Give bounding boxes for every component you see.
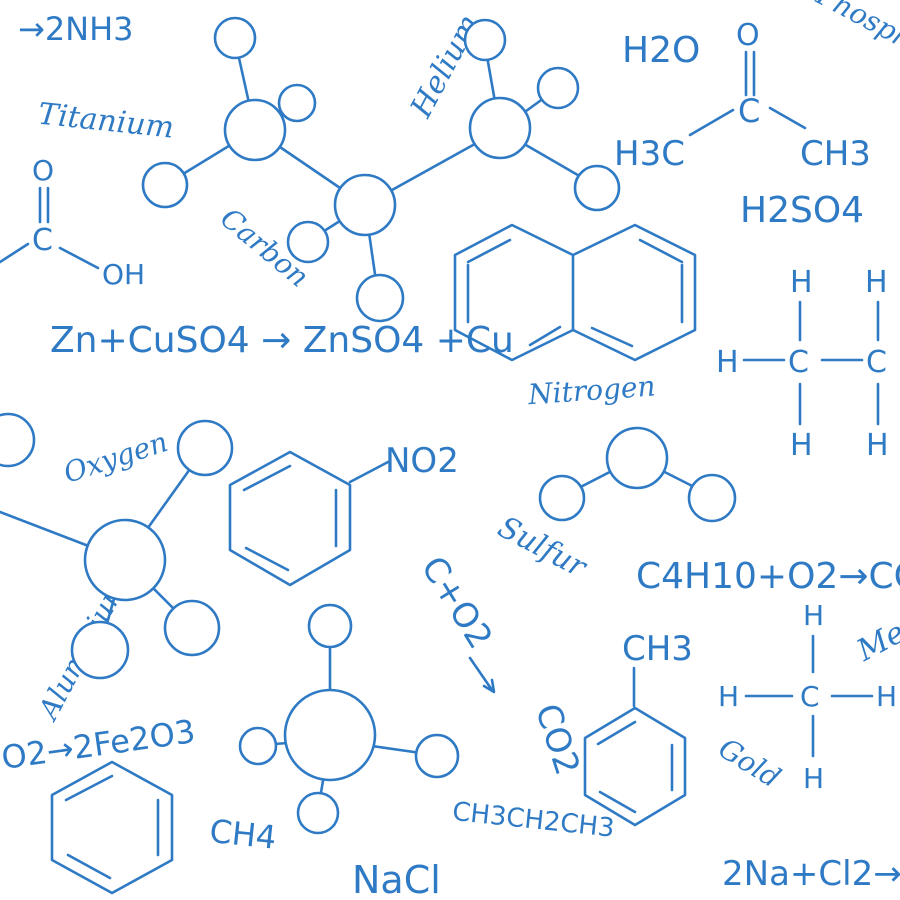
acetone-carbon: C <box>738 92 760 130</box>
oxygen-label: Oxygen <box>60 425 172 489</box>
nitrogen-label: Nitrogen <box>526 369 656 411</box>
propane-formula: CH3CH2CH3 <box>451 797 616 844</box>
svg-text:H: H <box>866 428 889 463</box>
svg-text:H: H <box>803 599 824 632</box>
carbon-combustion-arrow <box>468 656 496 694</box>
svg-text:H: H <box>865 265 888 300</box>
benzene-ring <box>50 760 174 895</box>
sodium-chloride-formula: NaCl <box>352 858 441 900</box>
iron-oxide-reaction-text: O2→2Fe2O3 <box>0 712 197 777</box>
acetone-h3c: H3C <box>614 134 685 174</box>
methane-ball-and-stick-model-center <box>238 603 460 835</box>
carbon-combustion-bottom: CO2 <box>527 699 587 780</box>
acetone-double-bond <box>744 50 756 97</box>
svg-text:C: C <box>800 680 820 713</box>
acetone-ch3: CH3 <box>800 134 871 174</box>
ethane-structure: H H H C C H H <box>716 265 889 463</box>
nitro-group: NO2 <box>385 441 459 481</box>
gold-label: Gold <box>713 731 787 794</box>
water-formula: H2O <box>622 30 700 71</box>
titanium-label: Titanium <box>36 97 175 146</box>
svg-text:H: H <box>716 345 739 380</box>
svg-text:C: C <box>788 345 809 380</box>
carbon-combustion-top: C+O2 <box>413 549 500 656</box>
mercury-label: Mer <box>851 607 900 669</box>
acid-carbon: C <box>32 223 53 258</box>
propane-ball-and-stick-model <box>141 16 621 323</box>
acetone-bonds <box>688 106 807 137</box>
methane-formula: CH4 <box>208 812 278 857</box>
acid-bonds <box>0 186 100 270</box>
sulfur-label: Sulfur <box>492 510 593 586</box>
sodium-chlorine-reaction-text: 2Na+Cl2→ <box>722 854 900 894</box>
acetone-oxygen: O <box>736 18 760 53</box>
sulfuric-acid-formula: H2SO4 <box>740 190 864 231</box>
acid-oxygen: O <box>32 154 54 187</box>
zinc-reaction-text: Zn+CuSO4 → ZnSO4 +Cu <box>50 320 514 361</box>
svg-text:H: H <box>718 680 739 713</box>
phosphorus-label: Phosphorus <box>810 0 900 86</box>
svg-text:H: H <box>876 680 897 713</box>
toluene-methyl: CH3 <box>622 629 693 669</box>
water-ball-and-stick-model <box>538 426 737 523</box>
butane-combustion-text: C4H10+O2→CO <box>636 556 900 597</box>
methane-structure: H H C H H <box>718 599 897 795</box>
nitro-bond <box>348 460 390 484</box>
svg-text:H: H <box>790 265 813 300</box>
svg-text:H: H <box>803 762 824 795</box>
methane-ball-and-stick-model-left <box>0 412 234 680</box>
toluene-ring <box>583 706 687 827</box>
svg-text:C: C <box>866 345 887 380</box>
ammonia-reaction-text: →2NH3 <box>18 10 134 48</box>
acid-hydroxyl: OH <box>102 258 145 291</box>
naphthalene-ring <box>453 223 697 362</box>
svg-text:H: H <box>790 428 813 463</box>
nitrobenzene-ring <box>228 450 352 587</box>
